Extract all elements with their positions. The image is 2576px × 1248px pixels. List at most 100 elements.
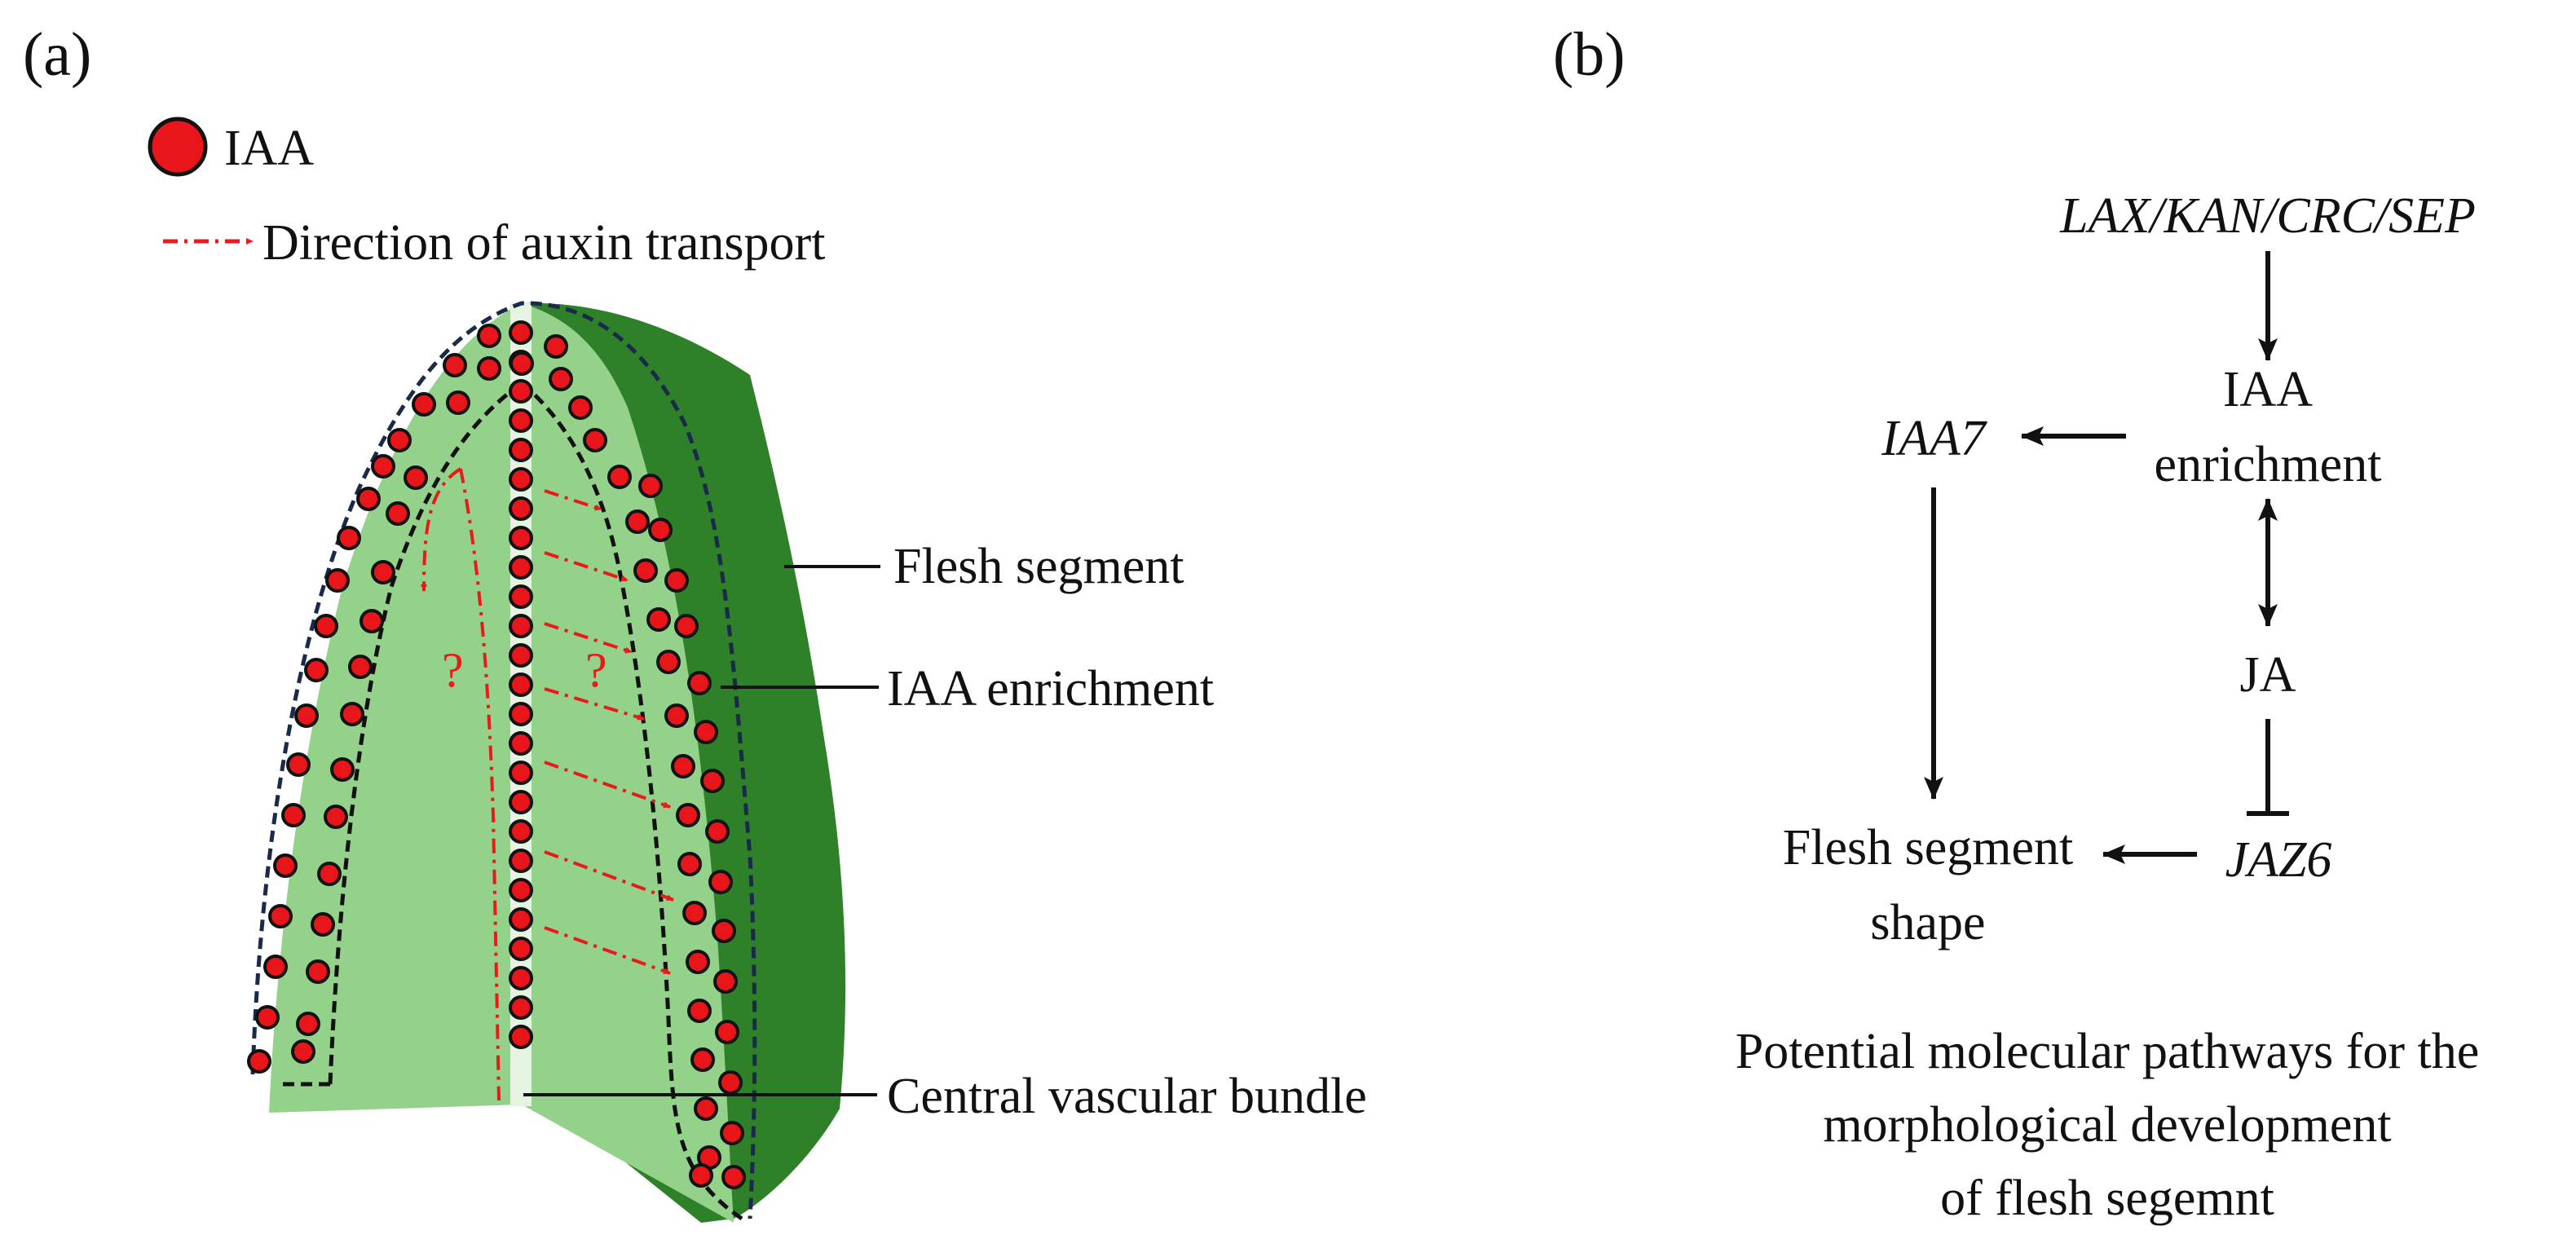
iaa-dot xyxy=(509,790,533,814)
iaa-dot xyxy=(311,912,335,937)
downward-arrow-left xyxy=(421,467,462,592)
iaa-dot xyxy=(509,320,533,345)
iaa-dot xyxy=(509,761,533,785)
iaa-dot xyxy=(664,568,689,593)
iaa-dot xyxy=(694,720,718,744)
iaa-dot xyxy=(638,474,663,498)
panel-b-label: (b) xyxy=(1553,20,1625,89)
iaa-dot xyxy=(708,870,733,894)
downward-arrow-center xyxy=(459,468,501,1101)
iaa7-node: IAA7 xyxy=(1881,411,1987,466)
pathway-caption: Potential molecular pathways for the mor… xyxy=(1736,1024,2480,1226)
outer-dashed-outline xyxy=(250,301,757,1219)
iaa-dot xyxy=(386,501,410,526)
iaa-dot xyxy=(509,702,533,726)
iaa-dot xyxy=(509,1025,533,1049)
question-mark-right: ? xyxy=(585,643,607,697)
iaa-dot xyxy=(509,643,533,668)
iaa-dot xyxy=(306,959,330,984)
iaa-dot xyxy=(682,901,707,925)
caption-line-3: of flesh segemnt xyxy=(1940,1171,2274,1226)
iaa-dot xyxy=(255,1005,280,1030)
iaa-dot xyxy=(568,395,593,420)
iaa-dot xyxy=(348,655,373,679)
flesh-segment-label: Flesh segment xyxy=(893,539,1184,594)
iaa-dot xyxy=(509,555,533,580)
iaa-dot xyxy=(625,509,650,534)
upstream-genes-node: LAX/KAN/CRC/SEP xyxy=(2059,188,2476,244)
iaa-dot xyxy=(689,1163,713,1188)
flesh-segment-light-region xyxy=(269,303,734,1223)
iaa-dot xyxy=(509,937,533,961)
iaa-dot xyxy=(371,560,395,584)
iaa-dot xyxy=(263,955,288,979)
iaa-dot xyxy=(291,1039,315,1064)
iaa-enrichment-node-line1: IAA xyxy=(2223,362,2313,417)
iaa-dot xyxy=(687,671,712,695)
iaa-dot xyxy=(677,852,702,876)
iaa-enrichment-label: IAA enrichment xyxy=(887,661,1214,717)
iaa-dot xyxy=(509,614,533,638)
iaa-dot xyxy=(509,966,533,990)
lateral-arrow-7 xyxy=(544,926,671,975)
iaa-dot xyxy=(633,558,658,583)
iaa-dot xyxy=(721,1165,746,1189)
iaa-dot xyxy=(694,1096,718,1121)
pathway-diagram: LAX/KAN/CRC/SEP IAA enrichment IAA7 JA J… xyxy=(1783,188,2476,950)
iaa-dot xyxy=(281,803,306,827)
lateral-arrow-5 xyxy=(544,761,671,809)
iaa-dot xyxy=(509,849,533,873)
legend: IAA Direction of auxin transport xyxy=(148,117,825,271)
caption-line-1: Potential molecular pathways for the xyxy=(1736,1024,2480,1079)
auxin-transport-legend-label: Direction of auxin transport xyxy=(262,215,825,271)
iaa-dot xyxy=(509,731,533,756)
iaa-enrichment-node-line2: enrichment xyxy=(2155,437,2382,492)
iaa-dot xyxy=(509,584,533,609)
iaa-dot xyxy=(648,518,673,542)
iaa-dot xyxy=(477,324,501,348)
central-vascular-bundle-label: Central vascular bundle xyxy=(887,1069,1367,1124)
flesh-segment-shape-node-line1: Flesh segment xyxy=(1783,820,2073,875)
iaa-dot xyxy=(700,769,725,793)
caption-line-2: morphological development xyxy=(1823,1097,2391,1153)
iaa-dot xyxy=(690,1047,715,1072)
iaa-dot xyxy=(509,379,533,404)
inner-dashed-boundary-left xyxy=(277,381,523,1087)
iaa-dot xyxy=(273,853,298,878)
iaa-dot xyxy=(324,805,348,829)
iaa-dot xyxy=(317,862,342,886)
iaa-dot xyxy=(687,999,712,1023)
iaa-dot xyxy=(509,673,533,697)
iaa-dot xyxy=(294,703,319,728)
ja-node: JA xyxy=(2240,647,2296,703)
iaa-dot xyxy=(314,614,338,638)
iaa-dot xyxy=(296,1012,320,1036)
lateral-arrow-2 xyxy=(544,551,629,582)
iaa-legend-label: IAA xyxy=(224,121,314,176)
iaa-dots xyxy=(247,320,746,1189)
iaa-legend-dot xyxy=(148,117,208,177)
iaa-dot xyxy=(340,702,364,726)
iaa-dot xyxy=(713,969,738,994)
iaa-dot xyxy=(443,353,467,377)
iaa-dot xyxy=(330,757,355,782)
flesh-segment-shape-node-line2: shape xyxy=(1870,895,1985,950)
iaa-dot xyxy=(509,819,533,844)
iaa-dot xyxy=(646,607,671,632)
panel-a-label: (a) xyxy=(23,20,91,89)
iaa-dot xyxy=(720,1121,744,1145)
iaa-dot xyxy=(676,803,700,827)
iaa-dot xyxy=(686,950,710,974)
iaa-dot xyxy=(509,438,533,462)
iaa-dot xyxy=(544,334,568,359)
iaa-dot xyxy=(509,907,533,932)
iaa-dot xyxy=(715,1020,739,1044)
iaa-dot xyxy=(712,919,736,943)
iaa-dot xyxy=(412,392,436,417)
iaa-dot xyxy=(371,454,395,478)
iaa-dot xyxy=(509,878,533,902)
iaa-dot xyxy=(509,467,533,492)
iaa-dot xyxy=(446,390,470,415)
iaa-dot xyxy=(674,614,699,638)
